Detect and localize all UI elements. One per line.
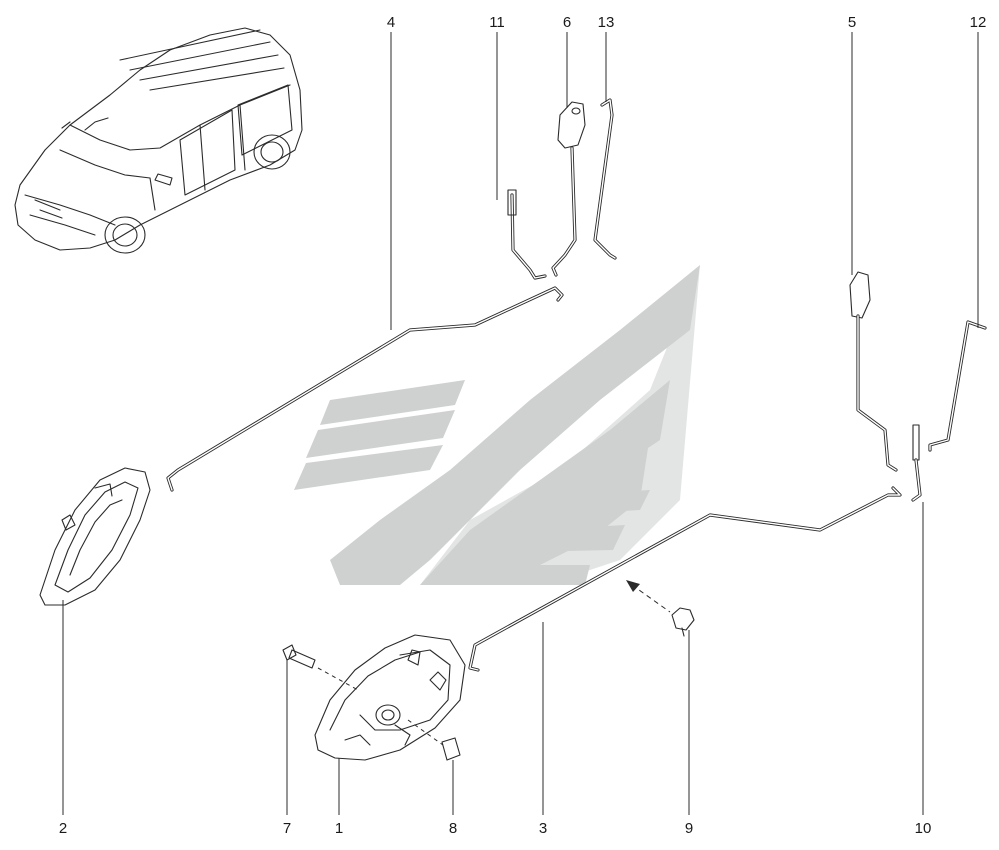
rod-12 [928,320,987,452]
callout-12: 12 [970,14,987,31]
lock-body-1 [314,634,466,761]
callout-3: 3 [539,820,547,837]
screw-7 [282,644,359,691]
callout-10: 10 [915,820,932,837]
callout-1: 1 [335,820,343,837]
clip-9 [626,580,695,637]
inner-handle-left [39,467,151,606]
watermark-logo [294,265,700,585]
rod-3 [468,486,902,672]
rod-11 [507,189,547,280]
callout-9: 9 [685,820,693,837]
leader-lines [62,32,979,815]
clip-8 [407,719,461,761]
rod-5 [849,271,898,472]
callout-7: 7 [283,820,291,837]
rod-13 [593,98,617,260]
rod-10 [911,424,922,502]
callout-4: 4 [387,14,395,31]
callout-6: 6 [563,14,571,31]
vehicle-thumbnail [14,27,303,254]
rod-6 [551,101,586,277]
callout-labels: 4 11 6 13 5 12 2 7 1 8 3 9 10 [59,14,987,837]
rod-4 [166,286,564,492]
callout-2: 2 [59,820,67,837]
callout-5: 5 [848,14,856,31]
callout-13: 13 [598,14,615,31]
callout-8: 8 [449,820,457,837]
callout-11: 11 [489,14,505,31]
